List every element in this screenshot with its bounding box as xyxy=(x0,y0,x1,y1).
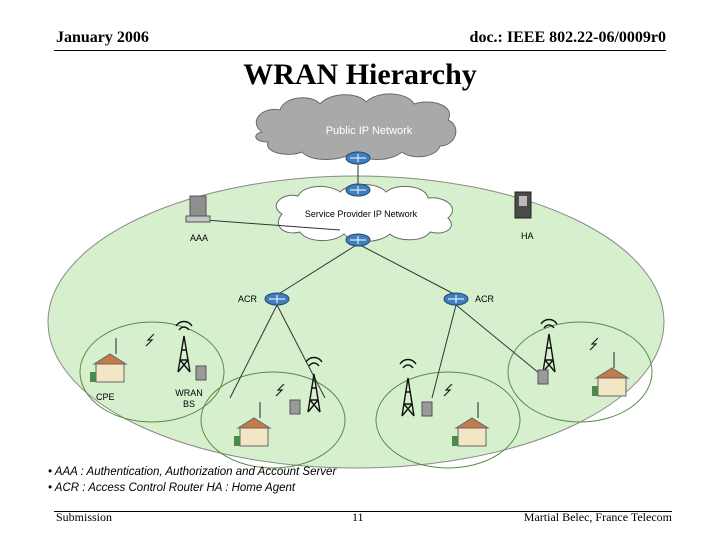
cpe-house-icon xyxy=(234,402,272,447)
cpe-house-icon xyxy=(90,338,128,383)
router-icon xyxy=(345,233,371,247)
aaa-label: AAA xyxy=(190,233,208,243)
cell-center-right xyxy=(375,371,521,469)
ha-server-icon xyxy=(514,191,532,219)
cpe-house-icon xyxy=(592,352,630,397)
footer-page-number: 11 xyxy=(352,510,364,524)
wireless-signal-icon xyxy=(275,383,285,397)
base-station-tower-icon xyxy=(175,320,193,373)
acr-left-label: ACR xyxy=(238,294,258,304)
bs-cabinet-icon xyxy=(537,369,549,385)
aaa-server-icon xyxy=(185,195,211,223)
cell-right xyxy=(507,321,653,423)
public-ip-cloud: Public IP Network xyxy=(255,93,457,160)
router-icon xyxy=(345,151,371,165)
footer-divider xyxy=(54,511,672,512)
service-provider-label: Service Provider IP Network xyxy=(305,209,418,219)
service-provider-cloud: Service Provider IP Network xyxy=(275,184,453,242)
footer-author: Martial Belec, France Telecom xyxy=(523,510,672,524)
header-date: January 2006 xyxy=(56,29,149,46)
wran-label-line2: BS xyxy=(183,399,195,409)
acr-right-label: ACR xyxy=(475,294,495,304)
footer-submission: Submission xyxy=(56,510,113,524)
cell-left xyxy=(79,321,225,423)
legend-line-2: • ACR : Access Control Router HA : Home … xyxy=(48,482,296,494)
legend-line-1: • AAA : Authentication, Authorization an… xyxy=(48,466,337,478)
acr-router-left-icon xyxy=(264,292,290,306)
cpe-house-icon xyxy=(452,402,490,447)
base-station-tower-icon xyxy=(540,318,558,373)
public-ip-label: Public IP Network xyxy=(326,125,413,137)
cell-center-left xyxy=(200,371,346,469)
ha-label: HA xyxy=(521,231,534,241)
base-station-tower-icon xyxy=(399,358,417,417)
router-icon xyxy=(345,183,371,197)
wireless-signal-icon xyxy=(443,383,453,397)
cpe-label: CPE xyxy=(96,392,115,402)
header-divider xyxy=(54,50,666,51)
bs-cabinet-icon xyxy=(421,401,433,417)
network-links xyxy=(204,160,546,399)
acr-router-right-icon xyxy=(443,292,469,306)
wran-label-line1: WRAN xyxy=(175,388,203,398)
wireless-signal-icon xyxy=(145,333,155,347)
slide-title: WRAN Hierarchy xyxy=(243,58,477,91)
bs-cabinet-icon xyxy=(195,365,207,381)
base-station-tower-icon xyxy=(305,356,323,413)
bs-cabinet-icon xyxy=(289,399,301,415)
wireless-signal-icon xyxy=(589,337,599,351)
header-doc-id: doc.: IEEE 802.22-06/0009r0 xyxy=(469,29,666,46)
